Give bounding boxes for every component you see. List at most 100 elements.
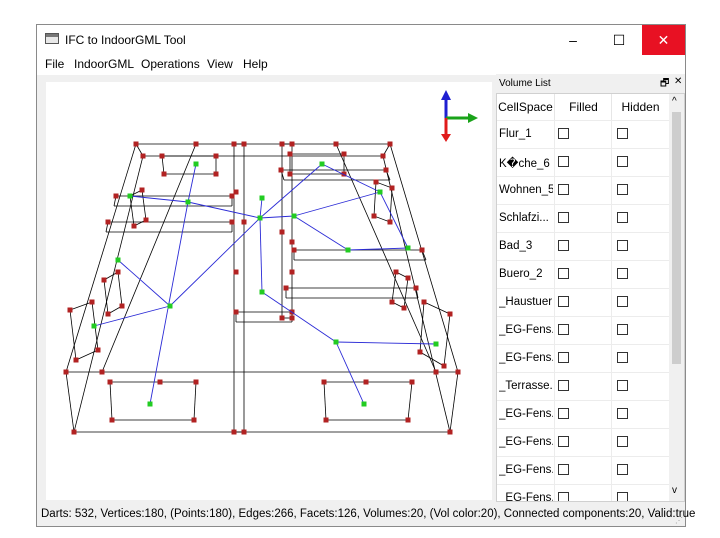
filled-checkbox[interactable]	[558, 156, 569, 167]
window-edge	[423, 301, 451, 315]
hidden-checkbox[interactable]	[617, 184, 628, 195]
filled-checkbox[interactable]	[558, 408, 569, 419]
scroll-down-icon[interactable]: v	[672, 485, 677, 496]
table-row[interactable]: Flur_1	[497, 120, 669, 149]
table-row[interactable]: Wohnen_5	[497, 176, 669, 205]
cellspace-name: Schlafzi...	[499, 212, 549, 224]
menu-indoorgml[interactable]: IndoorGML	[74, 57, 135, 71]
vertex-marker	[289, 315, 295, 321]
filled-checkbox[interactable]	[558, 380, 569, 391]
vertex-marker	[73, 357, 79, 363]
vertex-marker	[323, 417, 329, 423]
table-row[interactable]: _EG-Fens...	[497, 344, 669, 373]
filled-checkbox[interactable]	[558, 324, 569, 335]
close-button[interactable]: ✕	[642, 25, 685, 55]
filled-checkbox[interactable]	[558, 352, 569, 363]
filled-checkbox[interactable]	[558, 296, 569, 307]
header-filled[interactable]: Filled	[554, 94, 612, 120]
table-row[interactable]: _EG-Fens...	[497, 428, 669, 457]
resize-grip-icon[interactable]: ⋰	[675, 516, 683, 525]
table-row[interactable]: Buero_2	[497, 260, 669, 289]
table-row[interactable]: Bad_3	[497, 232, 669, 261]
menu-operations[interactable]: Operations	[141, 57, 200, 71]
volume-list-title: Volume List	[499, 78, 551, 89]
table-row[interactable]: _Haustuer	[497, 288, 669, 317]
vertex-marker	[193, 141, 199, 147]
filled-checkbox[interactable]	[558, 464, 569, 475]
graph-node	[333, 339, 339, 345]
table-row[interactable]: _EG-Fens...	[497, 316, 669, 345]
hidden-checkbox[interactable]	[617, 128, 628, 139]
filled-checkbox[interactable]	[558, 212, 569, 223]
vertex-marker	[421, 299, 427, 305]
graph-node	[345, 247, 351, 253]
vertex-marker	[405, 417, 411, 423]
menu-view[interactable]: View	[207, 57, 233, 71]
table-row[interactable]: K�che_6	[497, 148, 669, 177]
vertex-marker	[67, 307, 73, 313]
model-canvas[interactable]	[46, 82, 492, 500]
vertex-marker	[63, 369, 69, 375]
vertex-marker	[283, 285, 289, 291]
filled-checkbox[interactable]	[558, 268, 569, 279]
vertex-marker	[159, 153, 165, 159]
float-icon[interactable]: 🗗	[660, 78, 670, 89]
hidden-checkbox[interactable]	[617, 268, 628, 279]
3d-viewport[interactable]	[46, 82, 492, 500]
header-hidden[interactable]: Hidden	[611, 94, 669, 120]
vertex-marker	[380, 153, 386, 159]
hidden-checkbox[interactable]	[617, 240, 628, 251]
minimize-button[interactable]: –	[569, 32, 577, 48]
vertex-marker	[143, 217, 149, 223]
window-edge	[75, 349, 99, 361]
vertical-scrollbar[interactable]: ^ v	[669, 94, 684, 501]
header-cellspace[interactable]: CellSpace	[497, 94, 554, 120]
hidden-checkbox[interactable]	[617, 296, 628, 307]
volume-list-title-bar[interactable]: Volume List 🗗 ✕	[496, 76, 685, 92]
vertex-marker	[279, 315, 285, 321]
maximize-button[interactable]: ☐	[612, 31, 626, 48]
hidden-checkbox[interactable]	[617, 408, 628, 419]
graph-link	[347, 247, 409, 251]
graph-link	[259, 163, 323, 219]
cellspace-name: _EG-Fens...	[499, 492, 553, 502]
filled-checkbox[interactable]	[558, 492, 569, 501]
filled-checkbox[interactable]	[558, 128, 569, 139]
scroll-up-icon[interactable]: ^	[672, 96, 677, 107]
filled-checkbox[interactable]	[558, 184, 569, 195]
cellspace-name: Wohnen_5	[499, 184, 553, 196]
vertex-marker	[363, 379, 369, 385]
hidden-checkbox[interactable]	[617, 492, 628, 501]
hidden-checkbox[interactable]	[617, 212, 628, 223]
wall-edge	[389, 143, 459, 373]
table-row[interactable]: _EG-Fens...	[497, 456, 669, 485]
hidden-checkbox[interactable]	[617, 156, 628, 167]
title-bar[interactable]: IFC to IndoorGML Tool – ☐ ✕	[37, 25, 685, 55]
filled-checkbox[interactable]	[558, 436, 569, 447]
graph-link	[149, 201, 189, 405]
table-row[interactable]: Schlafzi...	[497, 204, 669, 233]
table-row[interactable]: _EG-Fens...	[497, 484, 669, 502]
table-row[interactable]: _EG-Fens...	[497, 400, 669, 429]
menu-file[interactable]: File	[45, 57, 65, 71]
close-panel-icon[interactable]: ✕	[674, 76, 683, 87]
scroll-thumb[interactable]	[672, 112, 681, 364]
vertex-marker	[401, 305, 407, 311]
hidden-checkbox[interactable]	[617, 380, 628, 391]
vertex-marker	[389, 185, 395, 191]
hidden-checkbox[interactable]	[617, 352, 628, 363]
vertex-marker	[229, 193, 235, 199]
window-edge	[375, 181, 393, 189]
window-edge	[391, 271, 397, 303]
graph-node	[319, 161, 325, 167]
hidden-checkbox[interactable]	[617, 436, 628, 447]
hidden-checkbox[interactable]	[617, 464, 628, 475]
hidden-checkbox[interactable]	[617, 324, 628, 335]
table-row[interactable]: _Terrasse...	[497, 372, 669, 401]
door-edge	[323, 381, 327, 421]
graph-node	[291, 213, 297, 219]
menu-help[interactable]: Help	[243, 57, 268, 71]
filled-checkbox[interactable]	[558, 240, 569, 251]
graph-node	[185, 199, 191, 205]
vertex-marker	[333, 141, 339, 147]
